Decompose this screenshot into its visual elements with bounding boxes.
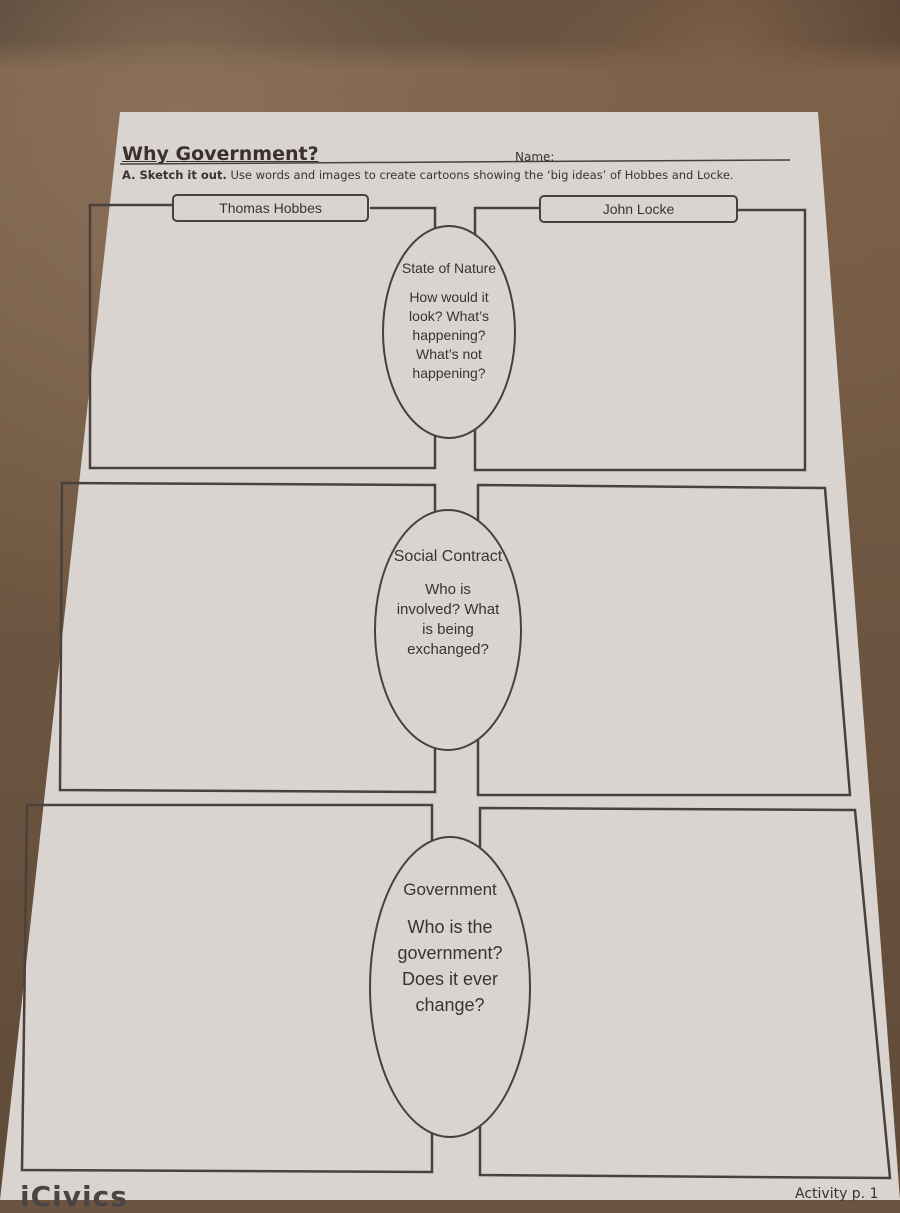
instructions: A. Sketch it out. Use words and images t… xyxy=(122,168,734,182)
hobbes-panel-3 xyxy=(20,803,434,1174)
row-heading: Social Contract xyxy=(393,548,503,565)
hobbes-tab xyxy=(172,194,369,222)
row-heading: State of Nature xyxy=(401,260,497,276)
title-underline xyxy=(119,159,791,165)
state-of-nature-oval xyxy=(382,225,516,439)
page-title: Why Government? xyxy=(122,143,319,165)
icivics-logo: iCivics xyxy=(20,1180,128,1213)
page-number: Activity p. 1 xyxy=(795,1186,879,1202)
row-government: Government Who is the government? Does i… xyxy=(385,880,515,1018)
hobbes-panel-2 xyxy=(58,481,437,794)
row-social-contract: Social Contract Who is involved? What is… xyxy=(392,546,504,660)
government-oval xyxy=(369,836,531,1138)
column-header-hobbes: Thomas Hobbes xyxy=(219,200,322,216)
column-header-locke: John Locke xyxy=(602,201,675,217)
row-prompt: How would it look? What’s happening? Wha… xyxy=(409,289,489,381)
instruction-bold: A. Sketch it out. xyxy=(122,168,227,182)
hobbes-panel-1 xyxy=(88,203,437,470)
instruction-text: Use words and images to create cartoons … xyxy=(230,168,734,182)
social-contract-oval xyxy=(374,509,522,751)
row-state-of-nature: State of Nature How would it look? What’… xyxy=(395,260,503,383)
row-prompt: Who is the government? Does it ever chan… xyxy=(397,917,503,1015)
locke-panel-1 xyxy=(473,206,807,472)
row-prompt: Who is involved? What is being exchanged… xyxy=(396,581,500,658)
name-label: Name: xyxy=(515,150,555,164)
row-heading: Government xyxy=(403,880,497,899)
locke-tab xyxy=(539,195,738,223)
